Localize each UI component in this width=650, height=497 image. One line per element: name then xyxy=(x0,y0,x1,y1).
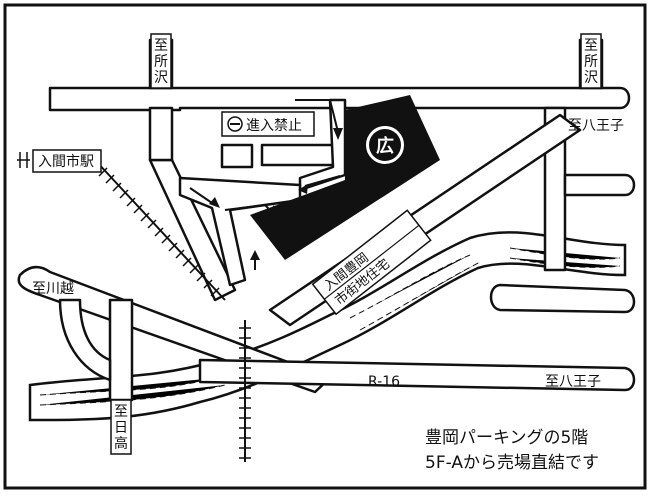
route-r16-label: R-16 xyxy=(368,374,400,390)
to-tokorozawa-left: 至 所 沢 xyxy=(150,33,172,89)
svg-text:所: 所 xyxy=(584,54,598,70)
svg-text:日: 日 xyxy=(114,420,128,436)
note-line-1: 豊岡パーキングの5階 xyxy=(425,428,588,448)
to-tokorozawa-right: 至 所 沢 xyxy=(580,33,602,89)
river xyxy=(28,231,627,422)
railway-station-icon xyxy=(17,152,30,168)
svg-text:至: 至 xyxy=(154,38,168,54)
to-kawagoe: 至川越 xyxy=(32,281,74,297)
parking-area xyxy=(178,98,349,287)
railway xyxy=(91,159,251,462)
note-line-2: 5F-Aから売場直結です xyxy=(425,453,599,473)
svg-text:高: 高 xyxy=(114,435,128,452)
direction-labels: 至 所 沢 至 所 沢 至八王子 至八王子 至川越 至 日 高 xyxy=(32,33,624,455)
svg-text:至: 至 xyxy=(584,38,598,54)
svg-text:沢: 沢 xyxy=(154,70,168,86)
to-hachioji-upper: 至八王子 xyxy=(568,118,624,134)
svg-text:至: 至 xyxy=(114,404,128,420)
to-hidaka: 至 日 高 xyxy=(110,399,132,455)
svg-text:所: 所 xyxy=(154,54,168,70)
svg-text:沢: 沢 xyxy=(584,70,598,86)
station-name: 入間市駅 xyxy=(38,153,94,170)
station-label: 入間市駅 xyxy=(17,149,102,173)
store-building: 広 xyxy=(250,95,440,260)
to-hachioji-lower: 至八王子 xyxy=(545,374,601,390)
store-logo-mark: 広 xyxy=(376,135,394,157)
no-entry-text: 進入禁止 xyxy=(246,118,302,134)
no-entry-sign: 進入禁止 xyxy=(221,111,315,137)
